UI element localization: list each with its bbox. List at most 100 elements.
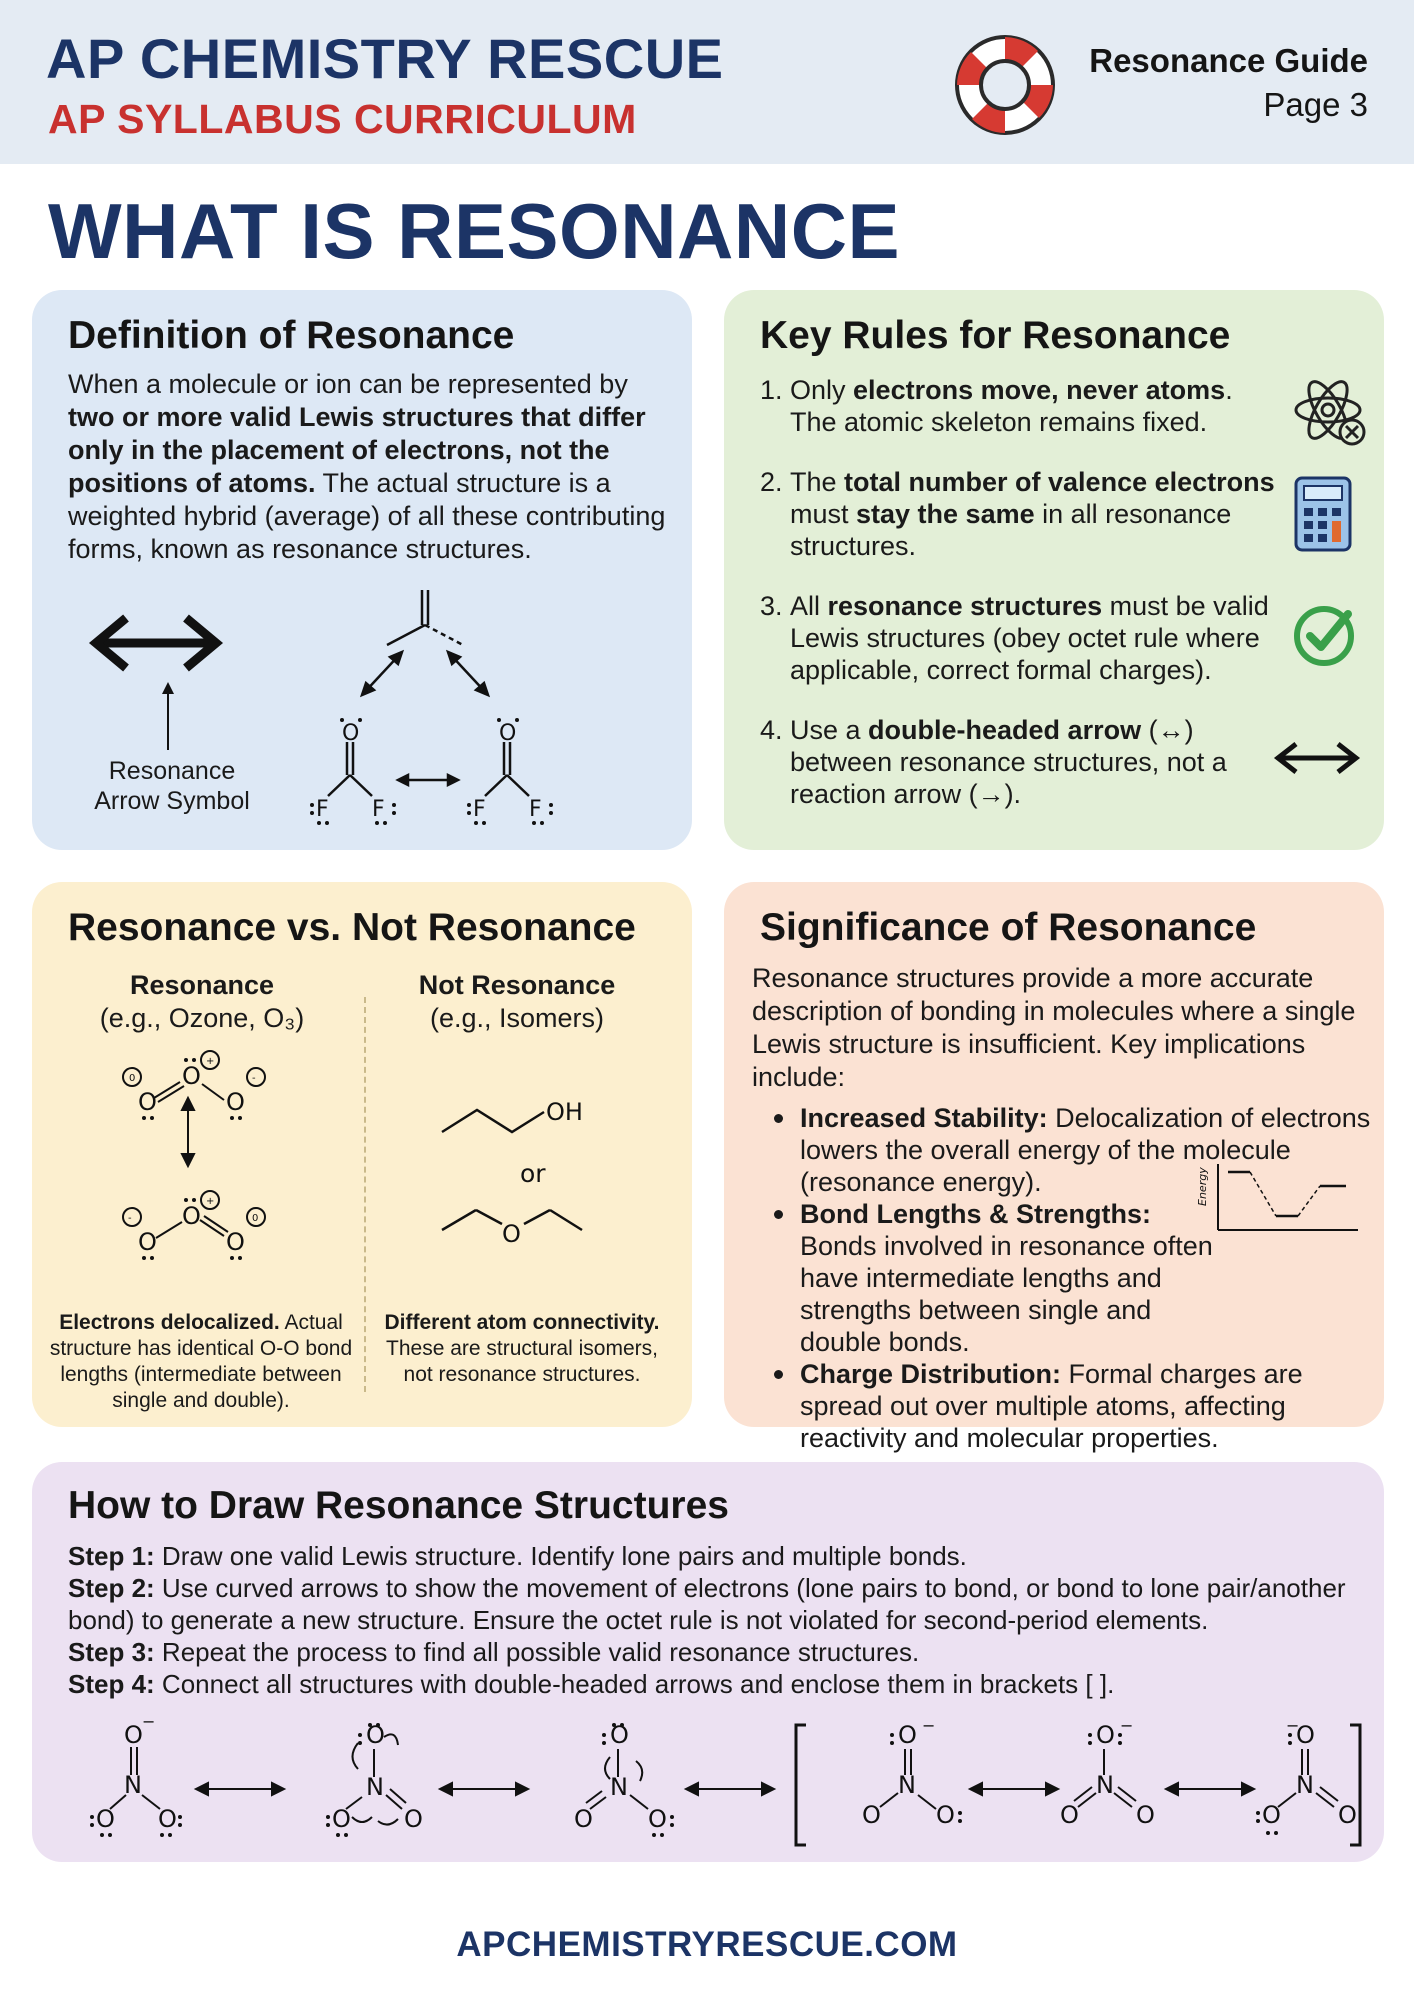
significance-item: Bond Lengths & Strengths: Bonds involved… <box>760 1198 1380 1358</box>
svg-text:F: F <box>316 797 329 822</box>
brand-subtitle: AP SYLLABUS CURRICULUM <box>48 96 637 142</box>
svg-text:O: O <box>1060 1801 1079 1829</box>
not-resonance-caption-text: These are structural isomers, not resona… <box>386 1337 658 1386</box>
svg-text:O: O <box>226 1088 245 1116</box>
step-text: Draw one valid Lewis structure. Identify… <box>154 1541 967 1571</box>
resonance-vs-title: Resonance vs. Not Resonance <box>68 906 636 949</box>
rule-bold: double-headed arrow <box>868 715 1142 745</box>
rule-number: 1. <box>760 375 783 405</box>
not-resonance-column-header: Not Resonance (e.g., Isomers) <box>372 970 662 1034</box>
guide-title: Resonance Guide <box>1089 42 1368 79</box>
rule-item: 4.Use a double-headed arrow (↔) between … <box>760 714 1280 810</box>
svg-text:O: O <box>898 1721 917 1749</box>
definition-text-part: The actual structure is a weighted hybri… <box>68 468 666 564</box>
svg-text:N: N <box>1096 1771 1114 1799</box>
significance-intro: Resonance structures provide a more accu… <box>752 963 1356 1092</box>
steps-list: Step 1: Draw one valid Lewis structure. … <box>68 1540 1358 1700</box>
step-label: Step 1: <box>68 1541 155 1571</box>
rule-bold: resonance structures <box>827 591 1103 621</box>
double-arrow-icon <box>1273 742 1361 774</box>
step-text: Repeat the process to find all possible … <box>154 1637 920 1667</box>
rule-bold: stay the same <box>856 499 1035 529</box>
page-number: Page 3 <box>1263 86 1368 123</box>
svg-text:O: O <box>366 1721 385 1749</box>
atom-icon <box>1294 380 1366 446</box>
arrow-caption-line: Arrow Symbol <box>94 787 250 815</box>
significance-item-text: Bonds involved in resonance often have i… <box>800 1231 1213 1357</box>
footer-url: APCHEMISTRYRESCUE.COM <box>456 1925 958 1964</box>
significance-item-bold: Increased Stability: <box>800 1103 1048 1133</box>
rule-bold: total number of valence electrons <box>844 467 1275 497</box>
svg-text:OH: OH <box>546 1098 583 1126</box>
or-label: or <box>520 1159 546 1188</box>
svg-text:N: N <box>898 1771 916 1799</box>
definition-text-bold: two or more valid Lewis structures that … <box>68 402 646 498</box>
svg-text:N: N <box>1296 1771 1314 1799</box>
svg-text:−: − <box>1120 1717 1133 1735</box>
how-to-draw-card: How to Draw Resonance Structures Step 1:… <box>32 1462 1384 1862</box>
svg-text:O: O <box>648 1805 667 1833</box>
key-rules-card: Key Rules for Resonance 1.Only electrons… <box>724 290 1384 850</box>
svg-text:O: O <box>342 721 359 746</box>
svg-text:O: O <box>226 1228 245 1256</box>
rule-text: The <box>790 467 845 497</box>
svg-text:F: F <box>529 797 542 822</box>
step-item: Step 4: Connect all structures with doub… <box>68 1668 1358 1700</box>
svg-text:O: O <box>182 1062 201 1090</box>
svg-text:O: O <box>1296 1721 1315 1749</box>
resonance-caption-text: Actual structure has identical O-O bond … <box>49 1311 353 1412</box>
step-item: Step 1: Draw one valid Lewis structure. … <box>68 1540 1358 1572</box>
svg-text:O: O <box>1262 1801 1281 1829</box>
resonance-caption-bold: Electrons delocalized. <box>59 1311 280 1334</box>
svg-text:O: O <box>182 1202 201 1230</box>
significance-list: Increased Stability: Delocalization of e… <box>760 1102 1380 1454</box>
svg-text:-: - <box>128 1213 132 1224</box>
brand-title: AP CHEMISTRY RESCUE <box>46 27 724 90</box>
calculator-icon <box>1294 476 1352 552</box>
svg-text:F: F <box>372 797 385 822</box>
resonance-vs-card: Resonance vs. Not Resonance Resonance (e… <box>32 882 692 1427</box>
not-resonance-caption: Different atom connectivity.These are st… <box>372 1310 672 1388</box>
key-rules-title: Key Rules for Resonance <box>760 314 1231 357</box>
energy-axis-label: Energy <box>1196 1167 1209 1206</box>
resonance-column-header: Resonance (e.g., Ozone, O₃) <box>72 970 332 1034</box>
svg-text:O: O <box>158 1805 177 1833</box>
definition-text: When a molecule or ion can be represente… <box>68 368 668 566</box>
definition-title: Definition of Resonance <box>68 314 515 357</box>
svg-text:N: N <box>124 1771 142 1799</box>
significance-item-text: Formal charges are spread out over multi… <box>800 1359 1303 1453</box>
rule-text: All <box>790 591 828 621</box>
column-divider <box>364 997 366 1392</box>
resonance-caption: Electrons delocalized. Actual structure … <box>46 1310 356 1414</box>
svg-text:O: O <box>332 1805 351 1833</box>
not-resonance-example: (e.g., Isomers) <box>429 1003 605 1033</box>
svg-text:O: O <box>1338 1801 1357 1829</box>
significance-item: Charge Distribution: Formal charges are … <box>760 1358 1380 1454</box>
rule-text: in all resonance structures. <box>790 499 1232 561</box>
svg-text:O: O <box>96 1805 115 1833</box>
not-resonance-heading: Not Resonance <box>418 970 616 1000</box>
svg-text:N: N <box>610 1773 628 1801</box>
rule-text: must be valid Lewis structures (obey oct… <box>790 591 1269 685</box>
rule-text: must <box>790 499 857 529</box>
energy-diagram: Energy <box>1196 1164 1358 1231</box>
significance-card: Significance of Resonance Resonance stru… <box>724 882 1384 1453</box>
rule-number: 3. <box>760 591 783 621</box>
svg-text:O: O <box>124 1721 143 1749</box>
isomers-diagram: OHO or <box>441 1098 583 1248</box>
pointer-arrow-icon <box>162 682 174 750</box>
definition-card: Definition of Resonance When a molecule … <box>32 290 692 850</box>
svg-text:O: O <box>1096 1721 1115 1749</box>
resonance-example: (e.g., Ozone, O₃) <box>99 1003 305 1033</box>
resonance-arrow-icon <box>88 614 224 672</box>
step-text: Connect all structures with double-heade… <box>154 1669 1115 1699</box>
rule-number: 2. <box>760 467 783 497</box>
svg-text:−: − <box>1286 1717 1299 1735</box>
rule-text: (↔) between resonance structures, not a … <box>790 715 1227 809</box>
svg-text:O: O <box>574 1805 593 1833</box>
rule-number: 4. <box>760 715 783 745</box>
rule-item: 1.Only electrons move, never atoms. The … <box>760 374 1280 438</box>
rule-bold: electrons move, never atoms <box>853 375 1226 405</box>
step-label: Step 2: <box>68 1573 155 1603</box>
svg-text:O: O <box>610 1721 629 1749</box>
